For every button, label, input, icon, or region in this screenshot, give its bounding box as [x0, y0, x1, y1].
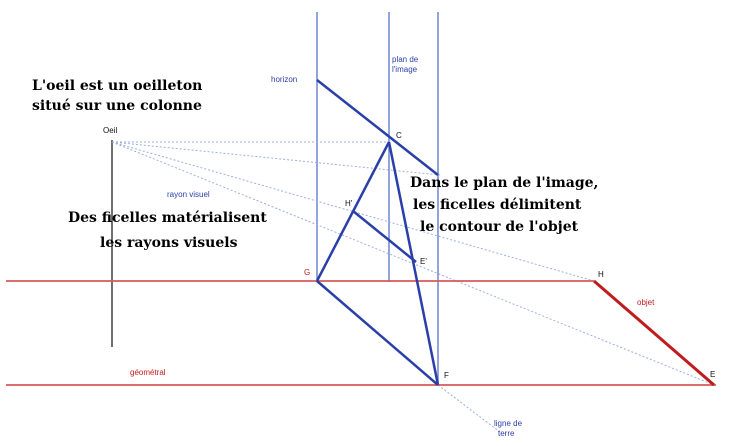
strings-callout-line2: les rayons visuels [100, 235, 238, 251]
ground-line-dotted [437, 384, 501, 433]
line-h-prime-e-prime [352, 210, 417, 263]
line-g-f [316, 280, 439, 386]
label-rayon-visuel: rayon visuel [167, 190, 210, 199]
label-plan-image-2: l'image [392, 65, 418, 74]
label-point-e-prime: E' [420, 257, 427, 266]
label-point-e: E [710, 370, 715, 379]
object-red-line [593, 279, 715, 387]
line-c-f [387, 141, 440, 386]
label-plan-image-1: plan de [392, 55, 419, 64]
label-ligne-de-terre-1: ligne de [494, 419, 523, 428]
visual-ray-upper [111, 141, 441, 176]
image-plane-callout-line3: le contour de l'objet [420, 219, 579, 235]
eye-callout-line1: L'oeil est un oeilleton [32, 78, 202, 94]
label-horizon: horizon [271, 75, 297, 84]
eye-callout-line2: situé sur une colonne [32, 98, 202, 114]
image-plane-callout-line1: Dans le plan de l'image, [410, 175, 598, 191]
label-ligne-de-terre-2: terre [498, 429, 515, 438]
image-plane-callout-line2: les ficelles délimitent [413, 197, 582, 213]
label-oeil: Oeil [103, 126, 117, 135]
label-point-h-prime: H' [345, 199, 353, 208]
label-geometral: géométral [130, 368, 166, 377]
label-point-g: G [304, 268, 310, 277]
strings-callout-line1: Des ficelles matérialisent [68, 210, 267, 226]
horizon-diagonal [316, 79, 439, 176]
label-point-f: F [444, 371, 449, 380]
label-point-c: C [396, 131, 402, 140]
label-objet: objet [637, 298, 655, 307]
label-point-h: H [598, 270, 604, 279]
